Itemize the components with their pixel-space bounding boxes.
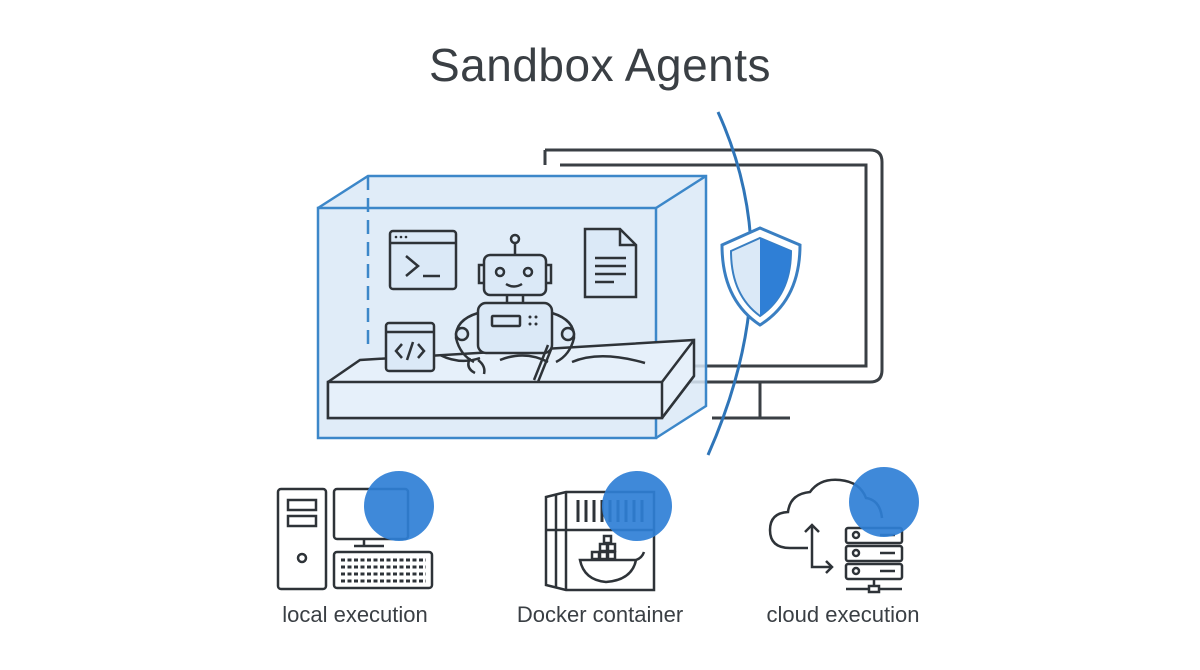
option-label-local: local execution xyxy=(282,602,428,627)
accent-dot-docker xyxy=(602,471,672,541)
terminal-window-icon xyxy=(388,229,458,291)
document-icon xyxy=(583,227,638,299)
option-label-cloud: cloud execution xyxy=(766,602,920,627)
page-title: Sandbox Agents xyxy=(428,39,772,91)
code-window-icon xyxy=(384,321,436,373)
shield-icon xyxy=(720,226,802,327)
accent-dot-cloud xyxy=(849,467,919,537)
monitor-icon xyxy=(543,148,884,420)
robot-icon xyxy=(454,233,576,383)
accent-dot-local xyxy=(364,471,434,541)
option-label-docker: Docker container xyxy=(516,602,684,627)
